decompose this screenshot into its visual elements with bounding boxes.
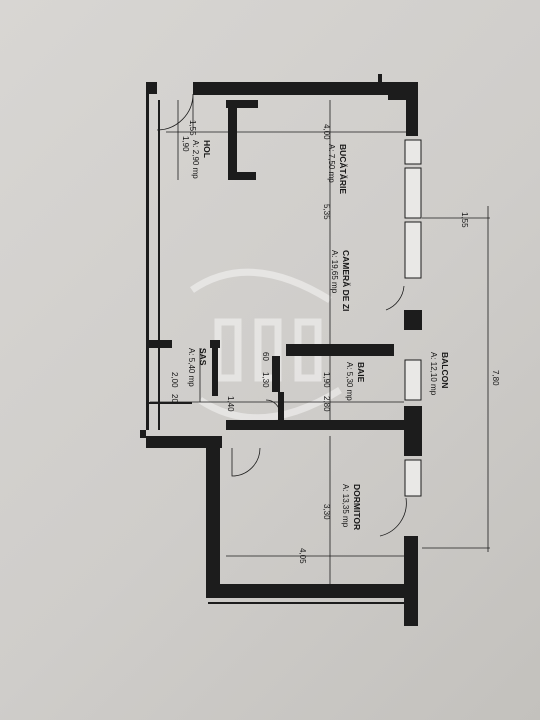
dim-kitchen-width: 4,00 xyxy=(322,124,331,140)
dimension-text: 5,35 xyxy=(322,204,331,220)
dim-bedroom-depth: 3,30 xyxy=(322,504,331,520)
room-area: A: 2,90 mp xyxy=(191,140,200,179)
dimension-text: 3,30 xyxy=(322,504,331,520)
dimension-text: 1,30 xyxy=(261,372,270,388)
dim-balcony-length: 7,80 xyxy=(491,370,500,386)
dim-balcony-depth: 1,55 xyxy=(460,212,469,228)
room-bucatarie: BUCĂTĂRIE A: 7,50 mp xyxy=(327,144,348,194)
dimension-text: 7,80 xyxy=(491,370,500,386)
dim-bedroom-width: 4,05 xyxy=(298,548,307,564)
dimension-text: 60 xyxy=(261,352,270,361)
room-name: DORMITOR xyxy=(352,484,362,530)
exterior-walls xyxy=(140,74,422,626)
dim-bath-width: 2,80 xyxy=(322,396,331,412)
room-balcon: BALCON A: 12,10 mp xyxy=(429,352,450,396)
room-name: BAIE xyxy=(356,362,366,383)
dim-hol-width: 1,55 xyxy=(188,120,197,136)
dim-sas-a: 60 xyxy=(261,352,270,361)
dimension-text: 1,40 xyxy=(226,396,235,412)
windows xyxy=(404,139,422,497)
room-dormitor: DORMITOR A: 13,35 mp xyxy=(341,484,362,530)
dim-sas-depth: 2,00 xyxy=(170,372,179,388)
dim-bath-depth: 1,90 xyxy=(322,372,331,388)
room-area: A: 12,10 mp xyxy=(429,352,438,396)
interior-walls xyxy=(146,100,406,430)
dim-sas-c: 20 xyxy=(170,394,179,403)
room-name: HOL xyxy=(202,140,212,158)
dimension-text: 1,55 xyxy=(460,212,469,228)
room-name: BUCĂTĂRIE xyxy=(338,144,348,194)
room-area: A: 5,30 mp xyxy=(345,362,354,401)
room-hol: HOL A: 2,90 mp xyxy=(191,140,212,179)
dimension-text: 1,90 xyxy=(181,136,190,152)
room-name: SAS xyxy=(198,348,208,366)
dim-hol-depth: 1,90 xyxy=(181,136,190,152)
dimension-text: 1,55 xyxy=(188,120,197,136)
room-name: BALCON xyxy=(440,352,450,388)
room-sas: SAS A: 5,40 mp xyxy=(187,348,208,387)
room-area: A: 5,40 mp xyxy=(187,348,196,387)
dim-sas-width: 1,40 xyxy=(226,396,235,412)
dimension-text: 2,80 xyxy=(322,396,331,412)
dim-sas-b: 1,30 xyxy=(261,372,270,388)
room-baie: BAIE A: 5,30 mp xyxy=(345,362,366,401)
dimension-text: 20 xyxy=(170,394,179,403)
room-area: A: 19,65 mp xyxy=(330,250,339,294)
doors xyxy=(156,93,407,537)
dimension-text: 2,00 xyxy=(170,372,179,388)
room-area: A: 7,50 mp xyxy=(327,144,336,183)
dimension-lines xyxy=(150,100,490,584)
dim-living-depth: 5,35 xyxy=(322,204,331,220)
room-camera-de-zi: CAMERĂ DE ZI A: 19,65 mp xyxy=(330,250,351,311)
dimension-text: 1,90 xyxy=(322,372,331,388)
dimension-text: 4,05 xyxy=(298,548,307,564)
room-area: A: 13,35 mp xyxy=(341,484,350,528)
room-name: CAMERĂ DE ZI xyxy=(341,250,351,311)
dimension-text: 4,00 xyxy=(322,124,331,140)
